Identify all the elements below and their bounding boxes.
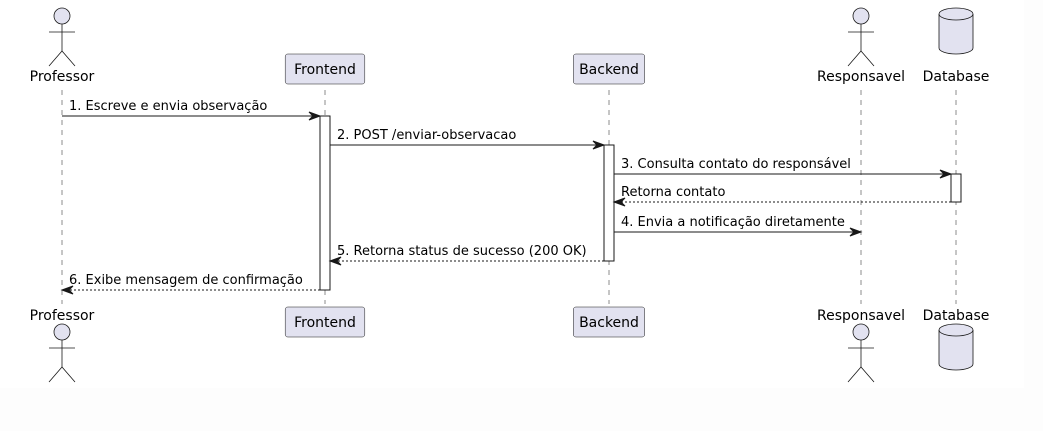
actor-head [53, 323, 71, 341]
arrow-head [592, 140, 606, 150]
arrow-head [939, 169, 953, 179]
database-cylinder-rim [938, 329, 974, 337]
participant-responsavel-top: Responsavel [817, 7, 905, 85]
message-1: 1. Escreve e envia observação [62, 99, 322, 121]
participant-label: Backend [579, 62, 639, 78]
participant-backend-bottom: Backend [573, 306, 645, 338]
message-label: 6. Exibe mensagem de confirmação [69, 273, 303, 288]
arrow-head [308, 111, 322, 121]
participants: ProfessorProfessorFrontendFrontendBacken… [30, 7, 990, 383]
participant-label: Responsavel [817, 69, 905, 85]
participant-label: Professor [30, 69, 95, 85]
message-label: 4. Envia a notificação diretamente [621, 215, 845, 230]
actor-legs [847, 50, 875, 67]
actor-legs [48, 366, 76, 383]
actor-legs [48, 50, 76, 67]
participant-box [573, 53, 645, 85]
participant-label: Frontend [294, 62, 356, 78]
participant-label: Backend [579, 315, 639, 331]
database-cylinder [938, 7, 974, 55]
participant-label: Database [923, 69, 990, 85]
participant-frontend-top: Frontend [284, 53, 366, 85]
participant-responsavel-bottom: Responsavel [817, 308, 905, 383]
message-6: 5. Retorna status de sucesso (200 OK) [328, 244, 604, 266]
participant-database-top: Database [923, 7, 990, 85]
message-3: 3. Consulta contato do responsável [614, 157, 953, 179]
messages: 1. Escreve e envia observação 2. POST /en… [60, 99, 953, 295]
participant-professor-top: Professor [30, 7, 95, 85]
participant-professor-bottom: Professor [30, 308, 95, 383]
actor-legs [847, 366, 875, 383]
participant-box [573, 306, 645, 338]
activation-bar-frontend [319, 115, 331, 291]
arrow-head [328, 256, 342, 266]
participant-label: Database [923, 308, 990, 324]
diagram-background [0, 0, 1024, 388]
actor-head [53, 7, 71, 25]
message-5: 4. Envia a notificação diretamente [614, 215, 863, 237]
participant-frontend-bottom: Frontend [284, 306, 366, 338]
message-label: 2. POST /enviar-observacao [337, 128, 516, 143]
message-2: 2. POST /enviar-observacao [330, 128, 606, 150]
actor-head [852, 7, 870, 25]
arrow-head [612, 197, 626, 207]
activation-bar-backend [603, 144, 615, 262]
message-label: 5. Retorna status de sucesso (200 OK) [337, 244, 587, 259]
activation-bar-database [950, 173, 962, 203]
participant-backend-top: Backend [573, 53, 645, 85]
message-label: 1. Escreve e envia observação [69, 99, 267, 114]
participant-label: Professor [30, 308, 95, 324]
activation-bars [319, 115, 962, 291]
database-cylinder-rim [938, 13, 974, 21]
message-label: 3. Consulta contato do responsável [621, 157, 851, 172]
arrow-head [60, 285, 74, 295]
participant-label: Responsavel [817, 308, 905, 324]
message-4: Retorna contato [612, 185, 951, 207]
participant-box [284, 53, 366, 85]
participant-box [284, 306, 366, 338]
actor-head [852, 323, 870, 341]
participant-label: Frontend [294, 315, 356, 331]
message-label: Retorna contato [621, 185, 725, 200]
database-cylinder [938, 323, 974, 371]
participant-database-bottom: Database [923, 308, 990, 371]
arrow-head [849, 227, 863, 237]
message-7: 6. Exibe mensagem de confirmação [60, 273, 320, 295]
